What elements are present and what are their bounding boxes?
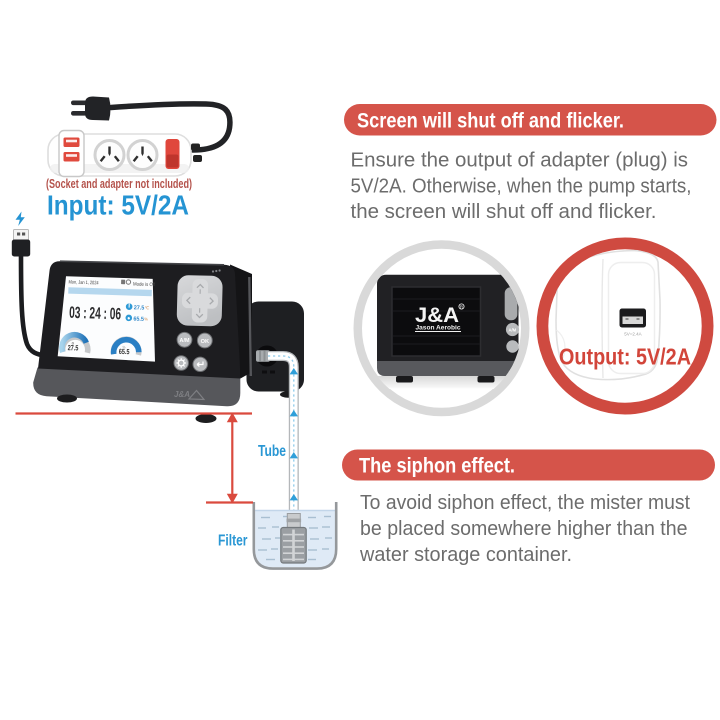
svg-text:27.5: 27.5: [68, 343, 79, 352]
svg-text:Filter: Filter: [218, 533, 248, 550]
svg-text:Mon, Jan 1, 2024: Mon, Jan 1, 2024: [68, 279, 98, 286]
svg-text:be placed somewhere higher tha: be placed somewhere higher than the: [360, 517, 688, 540]
svg-text:To avoid siphon effect, the mi: To avoid siphon effect, the mister must: [360, 491, 690, 514]
svg-text:Mode is Off: Mode is Off: [133, 281, 156, 288]
svg-text:03 : 24 : 06: 03 : 24 : 06: [69, 304, 122, 324]
svg-text:the screen will shut off and f: the screen will shut off and flicker.: [351, 200, 657, 223]
svg-text:Output: 5V/2A: Output: 5V/2A: [559, 344, 691, 370]
svg-text:℃: ℃: [145, 305, 150, 310]
svg-text:R: R: [460, 304, 463, 309]
svg-text:5V=2.4A: 5V=2.4A: [624, 332, 641, 337]
svg-text:Input: 5V/2A: Input: 5V/2A: [47, 190, 189, 221]
svg-text:Ensure the output of adapter: Ensure the output of adapter (plug) is: [351, 149, 689, 172]
svg-text:Jason Aerobic: Jason Aerobic: [416, 325, 462, 332]
svg-text:(Socket and adapter not includ: (Socket and adapter not included): [46, 177, 192, 191]
svg-text:The siphon effect.: The siphon effect.: [359, 454, 515, 478]
svg-text:%: %: [144, 316, 148, 321]
svg-text:OK: OK: [201, 339, 209, 345]
svg-text:J&A: J&A: [174, 390, 190, 399]
svg-text:65.5: 65.5: [119, 347, 130, 356]
svg-text:27.5: 27.5: [134, 305, 145, 311]
svg-text:65.5: 65.5: [133, 317, 144, 323]
svg-text:A/M: A/M: [180, 338, 190, 344]
svg-text:Screen will shut off and flick: Screen will shut off and flicker.: [357, 109, 624, 133]
svg-text:A/M: A/M: [508, 328, 516, 333]
svg-text:5V/2A. Otherwise, when the pum: 5V/2A. Otherwise, when the pump starts,: [351, 174, 692, 197]
svg-text:%: %: [122, 345, 125, 349]
svg-text:J&A: J&A: [415, 304, 459, 327]
svg-text:Tube: Tube: [258, 443, 286, 460]
svg-text:water storage container.: water storage container.: [359, 543, 572, 566]
